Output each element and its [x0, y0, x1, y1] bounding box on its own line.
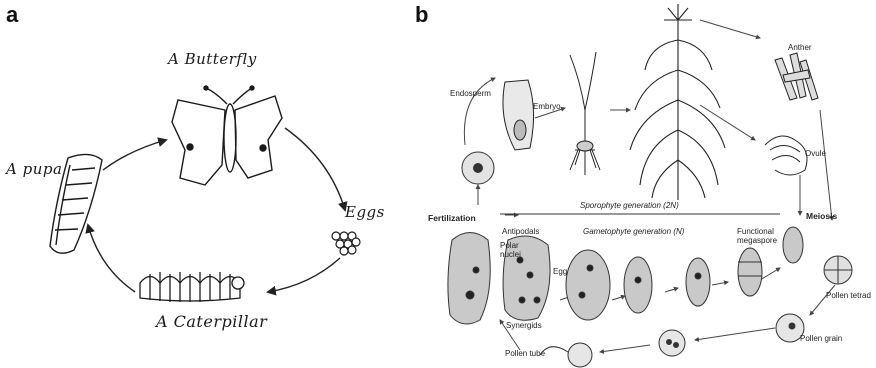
egg-label: Egg: [553, 268, 567, 277]
pollen-tube-label: Pollen tube: [505, 350, 545, 359]
pupa-label: A pupa: [6, 160, 62, 178]
seed-drawing: [503, 80, 534, 150]
meiosis-label: Meiosis: [806, 212, 837, 221]
embryo-label: Embryo: [533, 103, 561, 112]
butterfly-drawing: [172, 86, 282, 185]
ovule-label: Ovule: [805, 150, 826, 159]
caterpillar-label: A Caterpillar: [156, 312, 267, 331]
zygote-cell: [462, 152, 494, 184]
antipodals-label: Antipodals: [502, 228, 539, 237]
panel-a-letter: a: [6, 2, 18, 28]
maize-plant-drawing: [630, 4, 725, 200]
functional-megaspore-label: Functional megaspore: [737, 228, 789, 246]
pollen-grain-label: Pollen grain: [800, 335, 842, 344]
pollen-tetrad-label: Pollen tetrad: [826, 292, 871, 301]
endosperm-label: Endosperm: [450, 90, 491, 99]
eggs-drawing: [332, 232, 360, 255]
panel-b-letter: b: [415, 2, 428, 28]
cycle-arrows-a: [88, 128, 345, 292]
polar-nuclei-label: Polar nuclei: [500, 242, 530, 260]
anther-drawing: [775, 53, 818, 100]
sporophyte-label: Sporophyte generation (2N): [580, 202, 679, 211]
butterfly-label: A Butterfly: [168, 50, 257, 68]
gametophyte-label: Gametophyte generation (N): [583, 228, 684, 237]
anther-label: Anther: [788, 44, 812, 53]
caterpillar-drawing: [140, 272, 244, 302]
eggs-label: Eggs: [345, 203, 385, 221]
fertilization-label: Fertilization: [428, 214, 476, 223]
synergids-label: Synergids: [506, 322, 542, 331]
seedling-drawing: [570, 52, 600, 175]
ovule-drawing: [765, 136, 807, 175]
